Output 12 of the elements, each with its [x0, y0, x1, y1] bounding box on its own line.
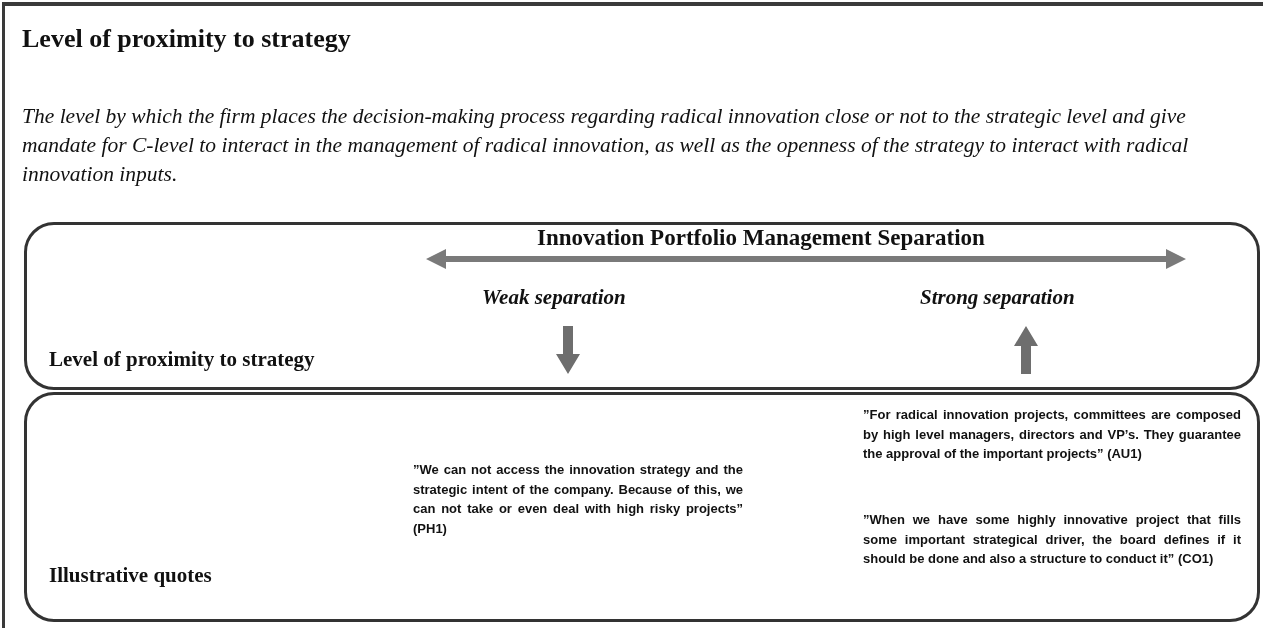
pole-label: Weak separation [482, 285, 626, 310]
scale-title: Innovation Portfolio Management Separation [537, 225, 985, 251]
row-label: Illustrative quotes [49, 563, 212, 588]
quote-text: ”We can not access the innovation strategy and the strategic intent of the company. Because of this, we can not take or even deal with high risky projects” (PH1) [413, 461, 743, 538]
row-label: Level of proximity to strategy [49, 347, 315, 372]
rounded-panel [24, 222, 1260, 390]
quote-text: ”When we have some highly innovative project that fills some important strategical driver, the board defines if it should be done and also a structure to conduct it” (CO1) [863, 511, 1241, 568]
pole-label: Strong separation [920, 285, 1075, 310]
description-text: The level by which the firm places the decision-making process regarding radical innovation close or not to the strategic level and give mandate for C-level to interact in the management of radical innovation, as well as the openness of the strategy to interact with radical innovation inputs. [22, 103, 1190, 188]
quote-text: ”For radical innovation projects, committees are composed by high level managers, directors and VP’s. They guarantee the approval of the important projects” (AU1) [863, 406, 1241, 463]
rounded-panel [24, 392, 1260, 622]
title: Level of proximity to strategy [22, 24, 351, 54]
